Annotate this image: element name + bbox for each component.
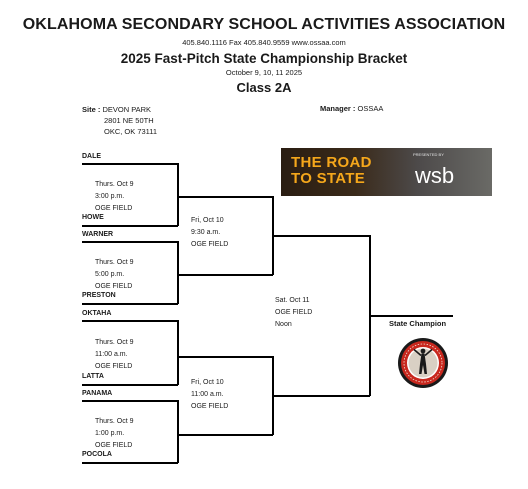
site-block: Site : DEVON PARK 2801 NE 50TH OKC, OK 7… bbox=[82, 104, 157, 137]
site-name: DEVON PARK bbox=[102, 105, 152, 114]
game-date: Thurs. Oct 9 bbox=[95, 418, 134, 425]
game-time: Noon bbox=[275, 321, 292, 328]
bracket-line bbox=[82, 163, 178, 165]
road-to-state-banner bbox=[281, 148, 492, 196]
bracket-line bbox=[82, 462, 178, 464]
bracket-title: 2025 Fast-Pitch State Championship Brack… bbox=[120, 51, 408, 66]
class-label: Class 2A bbox=[236, 80, 292, 95]
ossaa-seal-icon bbox=[397, 337, 449, 389]
team-name: POCOLA bbox=[82, 451, 112, 458]
game-field: OGE FIELD bbox=[95, 283, 133, 290]
bracket-line bbox=[177, 274, 273, 276]
game-info: Thurs. Oct 9 3:00 p.m. OGE FIELD bbox=[95, 179, 134, 215]
game-field: OGE FIELD bbox=[95, 205, 133, 212]
team-name: WARNER bbox=[82, 231, 114, 238]
bracket-line bbox=[82, 400, 178, 402]
bracket-line bbox=[177, 400, 179, 463]
bracket-line bbox=[177, 434, 273, 436]
banner-headline: THE ROAD TO STATE bbox=[291, 155, 372, 187]
team-name: DALE bbox=[82, 153, 102, 160]
team-name: PRESTON bbox=[82, 292, 116, 299]
banner-presented-by: PRESENTED BY bbox=[413, 152, 444, 157]
contact-info: 405.840.1116 Fax 405.840.9559 www.ossaa.… bbox=[182, 38, 346, 47]
game-info: Thurs. Oct 9 11:00 a.m. OGE FIELD bbox=[95, 337, 134, 373]
sponsor-logo: wsb bbox=[415, 163, 455, 188]
banner-line2: TO STATE bbox=[291, 170, 366, 187]
bracket-line bbox=[82, 241, 178, 243]
game-time: 1:00 p.m. bbox=[95, 430, 125, 437]
game-date: Thurs. Oct 9 bbox=[95, 181, 134, 188]
game-date: Thurs. Oct 9 bbox=[95, 339, 134, 346]
team-name: PANAMA bbox=[82, 390, 113, 397]
game-date: Fri, Oct 10 bbox=[191, 217, 224, 224]
team-name: HOWE bbox=[82, 214, 104, 221]
team-name: LATTA bbox=[82, 373, 104, 380]
game-field: OGE FIELD bbox=[275, 309, 313, 316]
site-address-line1: 2801 NE 50TH bbox=[104, 116, 154, 125]
team-name: OKTAHA bbox=[82, 310, 112, 317]
champion-label: State Champion bbox=[389, 319, 447, 328]
bracket-line bbox=[177, 196, 273, 198]
game-time: 11:00 a.m. bbox=[191, 391, 224, 398]
bracket-line bbox=[82, 303, 178, 305]
bracket-line bbox=[272, 235, 370, 237]
manager-label: Manager : bbox=[320, 104, 356, 113]
game-info: Fri, Oct 10 11:00 a.m. OGE FIELD bbox=[191, 377, 228, 413]
game-info: Thurs. Oct 9 5:00 p.m. OGE FIELD bbox=[95, 257, 134, 293]
game-field: OGE FIELD bbox=[95, 442, 133, 449]
game-date: Sat. Oct 11 bbox=[275, 297, 310, 304]
bracket-line bbox=[177, 356, 273, 358]
game-info: Fri, Oct 10 9:30 a.m. OGE FIELD bbox=[191, 215, 228, 251]
game-field: OGE FIELD bbox=[95, 363, 133, 370]
bracket-line bbox=[177, 241, 179, 304]
bracket-line bbox=[272, 395, 370, 397]
game-date: Fri, Oct 10 bbox=[191, 379, 224, 386]
game-time: 5:00 p.m. bbox=[95, 271, 125, 278]
champion-line bbox=[369, 315, 453, 317]
site-address-line2: OKC, OK 73111 bbox=[104, 127, 158, 136]
bracket-line bbox=[82, 320, 178, 322]
site-label: Site : bbox=[82, 105, 101, 114]
game-time: 9:30 a.m. bbox=[191, 229, 221, 236]
game-time: 11:00 a.m. bbox=[95, 351, 128, 358]
bracket-line bbox=[177, 163, 179, 226]
manager-name: OSSAA bbox=[357, 104, 384, 113]
organization-title: OKLAHOMA SECONDARY SCHOOL ACTIVITIES ASS… bbox=[22, 16, 506, 33]
game-info: Thurs. Oct 9 1:00 p.m. OGE FIELD bbox=[95, 416, 134, 452]
manager-block: Manager : OSSAA bbox=[320, 104, 383, 113]
game-field: OGE FIELD bbox=[191, 403, 229, 410]
game-time: 3:00 p.m. bbox=[95, 193, 125, 200]
bracket-line bbox=[177, 320, 179, 385]
bracket-line bbox=[82, 225, 178, 227]
tournament-dates: October 9, 10, 11 2025 bbox=[225, 68, 303, 77]
banner-line1: THE ROAD bbox=[291, 154, 372, 171]
bracket-line bbox=[82, 384, 178, 386]
game-date: Thurs. Oct 9 bbox=[95, 259, 134, 266]
game-info: Sat. Oct 11 OGE FIELD Noon bbox=[275, 295, 312, 331]
game-field: OGE FIELD bbox=[191, 241, 229, 248]
